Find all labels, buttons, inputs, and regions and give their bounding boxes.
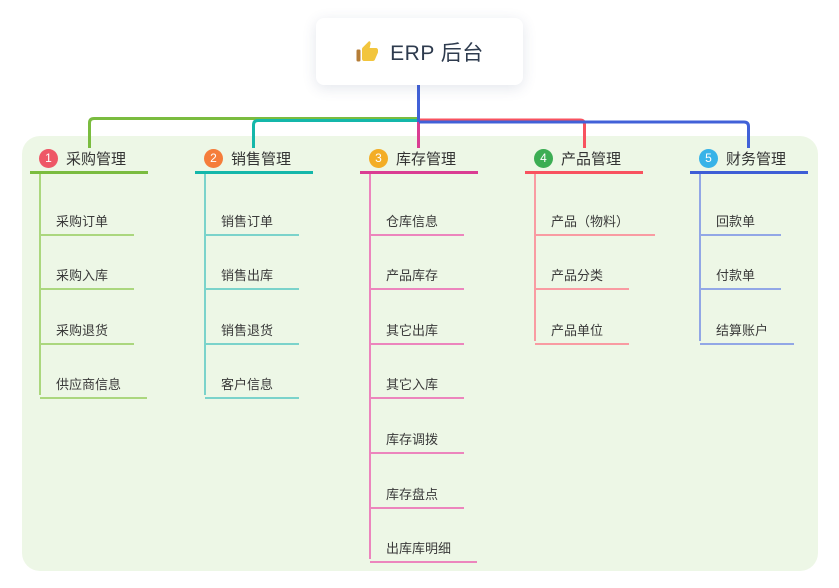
branch-label: 库存管理 bbox=[396, 151, 457, 168]
node-receipt-bill[interactable]: 回款单 bbox=[700, 204, 782, 236]
node-purchase-order[interactable]: 采购订单 bbox=[40, 204, 135, 236]
branch-title-sales[interactable]: 2 销售管理 bbox=[195, 146, 313, 174]
root-node-erp[interactable]: ERP 后台 bbox=[316, 18, 523, 85]
node-other-inbound[interactable]: 其它入库 bbox=[370, 367, 465, 399]
node-purchase-inbound[interactable]: 采购入库 bbox=[40, 258, 135, 290]
branch-label: 产品管理 bbox=[561, 151, 622, 168]
node-supplier-info[interactable]: 供应商信息 bbox=[40, 367, 148, 399]
thumbs-up-icon bbox=[355, 40, 379, 64]
branch-number-badge: 3 bbox=[369, 149, 388, 168]
node-outbound-detail[interactable]: 出库库明细 bbox=[370, 531, 478, 563]
branches-panel bbox=[22, 136, 818, 571]
node-product-category[interactable]: 产品分类 bbox=[535, 258, 630, 290]
node-other-outbound[interactable]: 其它出库 bbox=[370, 313, 465, 345]
node-warehouse-info[interactable]: 仓库信息 bbox=[370, 204, 465, 236]
node-sales-outbound[interactable]: 销售出库 bbox=[205, 258, 300, 290]
branch-title-product[interactable]: 4 产品管理 bbox=[525, 146, 643, 174]
branch-number-badge: 4 bbox=[534, 149, 553, 168]
branch-label: 采购管理 bbox=[66, 151, 127, 168]
branch-child-connector bbox=[534, 174, 536, 341]
branch-label: 销售管理 bbox=[231, 151, 292, 168]
node-stock-transfer[interactable]: 库存调拨 bbox=[370, 422, 465, 454]
node-product-unit[interactable]: 产品单位 bbox=[535, 313, 630, 345]
branch-title-purchase[interactable]: 1 采购管理 bbox=[30, 146, 148, 174]
branch-number-badge: 5 bbox=[699, 149, 718, 168]
node-stock-taking[interactable]: 库存盘点 bbox=[370, 477, 465, 509]
branch-number-badge: 2 bbox=[204, 149, 223, 168]
node-customer-info[interactable]: 客户信息 bbox=[205, 367, 300, 399]
branch-title-inventory[interactable]: 3 库存管理 bbox=[360, 146, 478, 174]
node-payment-bill[interactable]: 付款单 bbox=[700, 258, 782, 290]
node-settlement-account[interactable]: 结算账户 bbox=[700, 313, 795, 345]
branch-title-finance[interactable]: 5 财务管理 bbox=[690, 146, 808, 174]
root-node-label: ERP 后台 bbox=[390, 41, 484, 65]
branch-label: 财务管理 bbox=[726, 151, 787, 168]
node-product-material[interactable]: 产品（物料） bbox=[535, 204, 656, 236]
branch-child-connector bbox=[204, 174, 206, 395]
node-sales-return[interactable]: 销售退货 bbox=[205, 313, 300, 345]
node-product-stock[interactable]: 产品库存 bbox=[370, 258, 465, 290]
branch-child-connector bbox=[369, 174, 371, 559]
branch-number-badge: 1 bbox=[39, 149, 58, 168]
node-purchase-return[interactable]: 采购退货 bbox=[40, 313, 135, 345]
node-sales-order[interactable]: 销售订单 bbox=[205, 204, 300, 236]
branch-child-connector bbox=[699, 174, 701, 341]
branch-child-connector bbox=[39, 174, 41, 395]
